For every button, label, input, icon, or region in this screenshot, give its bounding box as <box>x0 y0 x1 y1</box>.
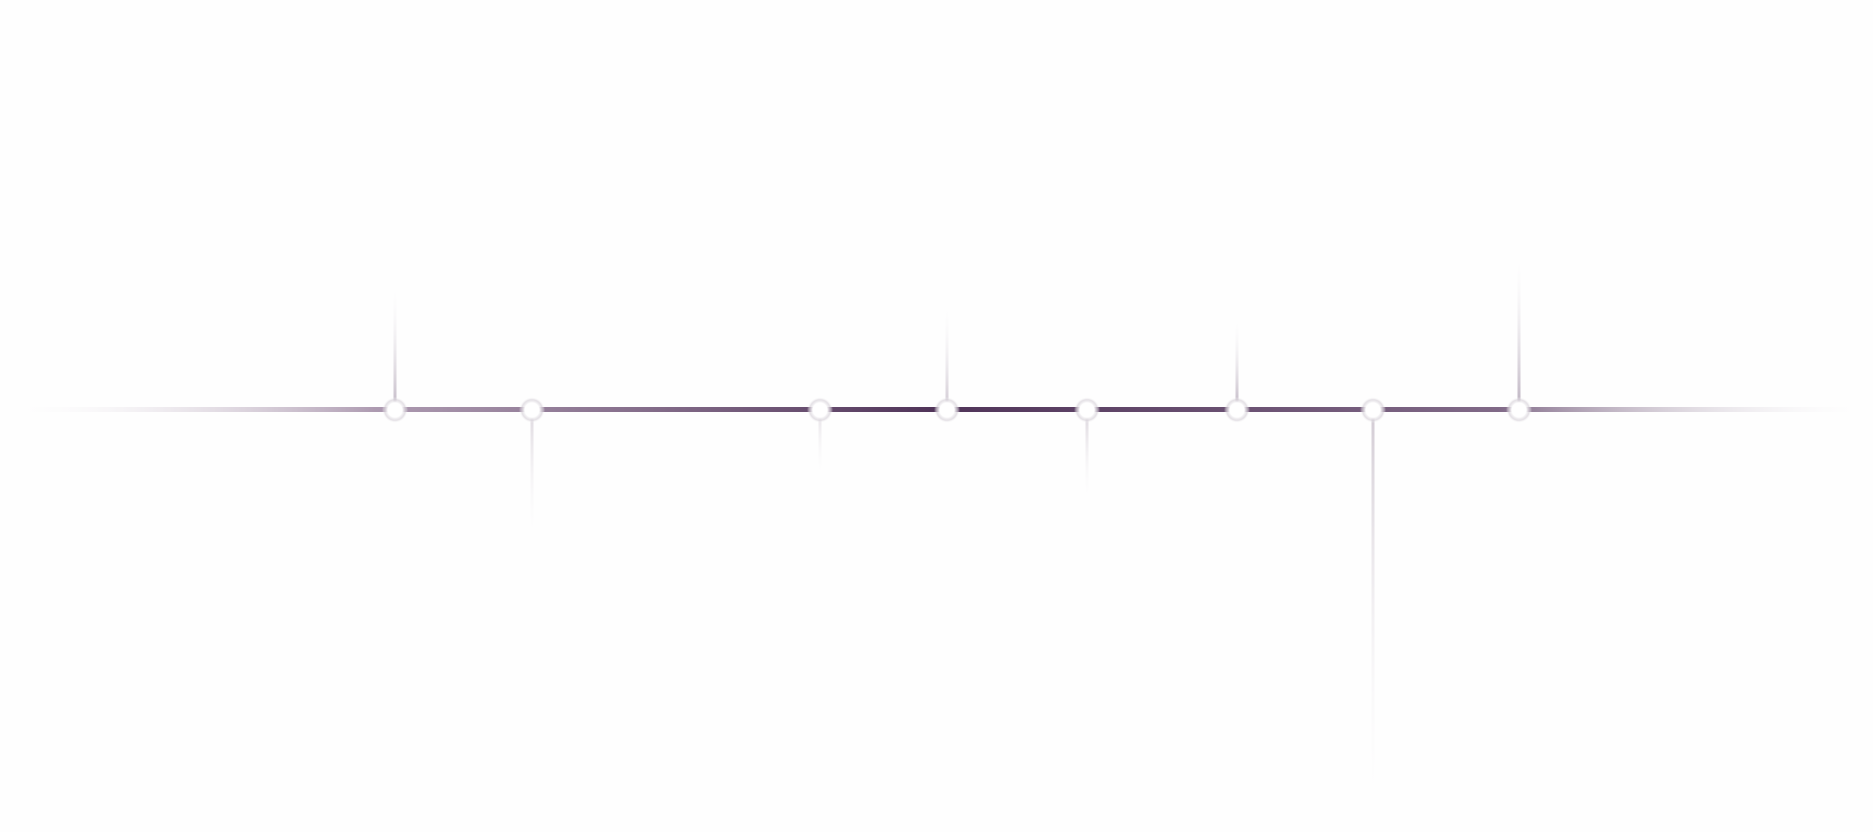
event-connector <box>818 410 822 480</box>
event-connector <box>393 280 397 410</box>
event-node <box>807 397 833 423</box>
event-connector <box>530 410 534 545</box>
event-connector <box>1371 410 1375 830</box>
event-nodes <box>382 397 1532 423</box>
event-connectors <box>393 250 1521 830</box>
event-connector <box>1517 250 1521 410</box>
event-connector <box>1085 410 1089 505</box>
event-connector <box>945 300 949 410</box>
event-node <box>382 397 408 423</box>
event-node <box>1074 397 1100 423</box>
event-node <box>934 397 960 423</box>
event-connector <box>1235 315 1239 410</box>
event-node <box>1224 397 1250 423</box>
event-node <box>519 397 545 423</box>
event-node <box>1506 397 1532 423</box>
event-node <box>1360 397 1386 423</box>
